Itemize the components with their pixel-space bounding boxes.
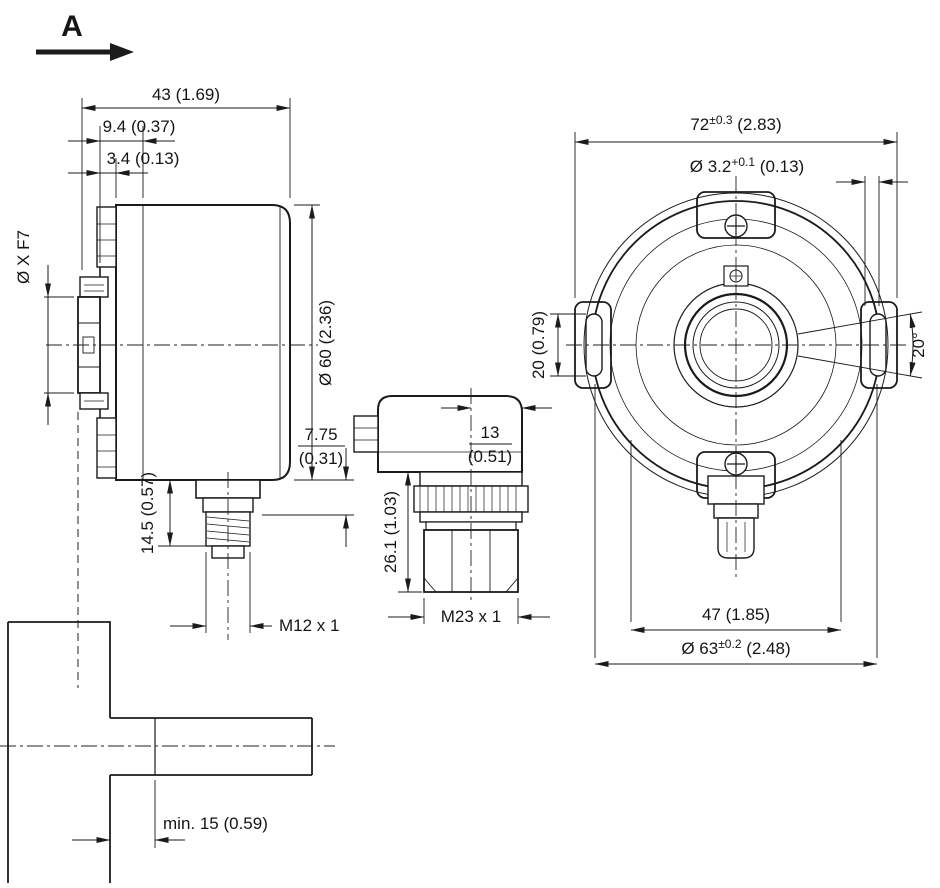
dim-offset-in-label: (0.51) <box>468 447 512 466</box>
dim-offset-mm-label: 13 <box>481 423 500 442</box>
view-label: A <box>61 10 83 43</box>
dim-m12-thread-label: M12 x 1 <box>279 616 339 635</box>
dimension-connector-length-14-5: 14.5 (0.57) <box>138 472 210 554</box>
dimension-m12-thread: M12 x 1 <box>170 552 339 635</box>
view-direction-arrow <box>36 43 134 61</box>
dimension-slot-length-20: 20 (0.79) <box>529 311 586 379</box>
dimension-slot-angle-20deg: 20° <box>797 311 928 379</box>
encoder-face <box>566 176 906 580</box>
dimension-clamp-3-4: 3.4 (0.13) <box>68 149 179 198</box>
shaft-hub <box>77 276 109 410</box>
dim-body-dia-front-label: Ø 63±0.2 (2.48) <box>681 637 790 658</box>
dim-shaft-bore-label: Ø X F7 <box>14 230 33 284</box>
dimension-length-26-1: 26.1 (1.03) <box>381 471 422 593</box>
dim-m23-thread-label: M23 x 1 <box>441 607 501 626</box>
dim-flange-label: 9.4 (0.37) <box>103 117 176 136</box>
dim-hole-spacing-label: 47 (1.85) <box>702 605 770 624</box>
dimension-offset-13: 13 (0.51) <box>441 405 552 466</box>
dimension-flange-9-4: 9.4 (0.37) <box>68 117 175 263</box>
dim-connector-offset-in-label: (0.31) <box>299 449 343 468</box>
m12-connector <box>195 472 261 640</box>
dim-clamp-label: 3.4 (0.13) <box>107 149 180 168</box>
dimension-connector-offset-7-75: 7.75 (0.31) <box>262 425 354 547</box>
dim-overall-width-label: 72±0.3 (2.83) <box>690 113 781 134</box>
customer-shaft <box>0 717 335 776</box>
front-view: 72±0.3 (2.83) Ø 3.2+0.1 (0.13) 20 (0.79)… <box>529 113 928 667</box>
dim-shaft-insertion-label: min. 15 (0.59) <box>163 814 268 833</box>
dim-connector-offset-mm-label: 7.75 <box>304 425 337 444</box>
encoder-housing <box>96 204 291 481</box>
servo-clamp-tab-top <box>96 206 117 268</box>
dimension-depth-43: 43 (1.69) <box>81 85 291 270</box>
side-view: 43 (1.69) 9.4 (0.37) 3.4 (0.13) Ø X F7 <box>0 85 354 883</box>
dim-slot-length-label: 20 (0.79) <box>529 311 548 379</box>
dimension-body-dia-60: Ø 60 (2.36) <box>294 204 335 481</box>
dimension-pin-hole-3-2: Ø 3.2+0.1 (0.13) <box>690 155 908 306</box>
dimension-body-dia-63: Ø 63±0.2 (2.48) <box>594 384 878 667</box>
dim-connector-length-label: 14.5 (0.57) <box>138 472 157 554</box>
mounting-wall <box>7 621 111 883</box>
dim-slot-angle-label: 20° <box>909 332 928 358</box>
servo-clamp-tab-bottom <box>96 417 117 479</box>
dim-body-dia-label: Ø 60 (2.36) <box>316 300 335 386</box>
connector-view: 13 (0.51) 26.1 (1.03) M23 x 1 <box>353 388 552 626</box>
dim-length-label: 26.1 (1.03) <box>381 491 400 573</box>
dimension-overall-width-72: 72±0.3 (2.83) <box>574 113 898 298</box>
dimension-shaft-bore: Ø X F7 <box>14 230 74 425</box>
dim-depth-label: 43 (1.69) <box>152 85 220 104</box>
dimension-hole-spacing-47: 47 (1.85) <box>630 440 842 633</box>
dim-pin-hole-label: Ø 3.2+0.1 (0.13) <box>690 155 804 176</box>
view-direction-indicator: A <box>36 10 134 61</box>
dimension-shaft-insertion-min15: min. 15 (0.59) <box>72 780 268 848</box>
dimension-m23-thread: M23 x 1 <box>388 598 550 626</box>
